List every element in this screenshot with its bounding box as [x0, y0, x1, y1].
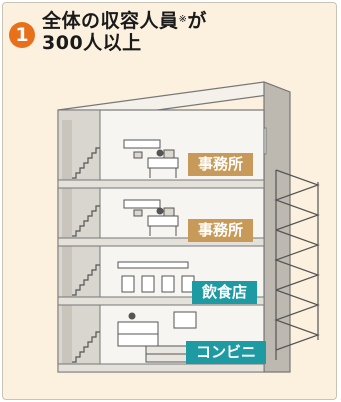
title-line-2: 300人以上: [42, 32, 142, 54]
title-footnote-mark: ※: [178, 14, 188, 25]
page-title: 全体の収容人員※が 300人以上: [42, 10, 207, 54]
title-line-1: 全体の収容人員: [42, 10, 179, 32]
office-desks-icon: [123, 139, 179, 178]
title-tail: が: [187, 10, 207, 32]
label-convenience-floor-1: コンビニ: [186, 341, 267, 364]
inner-stairs-icon: [72, 147, 100, 363]
label-restaurant-floor-2: 飲食店: [192, 281, 258, 304]
outside-stairs-icon: [274, 169, 320, 360]
number-badge: 1: [9, 22, 35, 48]
label-office-floor-3: 事務所: [188, 219, 254, 242]
floor-slab-1: [57, 363, 265, 373]
floor-slab-3: [57, 237, 265, 247]
label-office-floor-4: 事務所: [188, 153, 254, 176]
floor-slab-4: [57, 179, 265, 189]
floor-slab-2: [57, 296, 265, 306]
office-desks-icon-2: [123, 199, 179, 236]
restaurant-tables-icon: [117, 261, 195, 293]
